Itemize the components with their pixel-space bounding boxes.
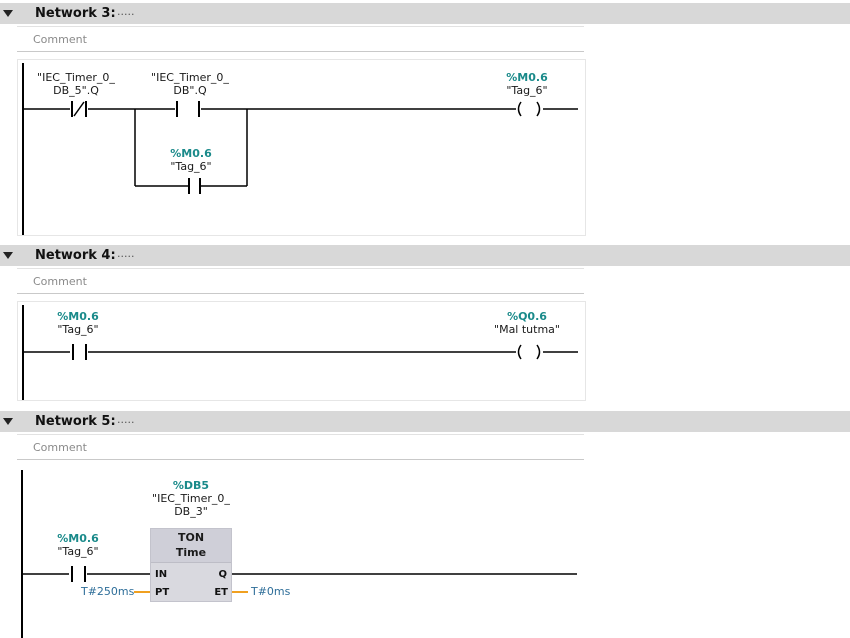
pin-et[interactable]: ET (214, 587, 228, 598)
pin-in[interactable]: IN (155, 569, 168, 580)
network-4-header[interactable]: Network 4: ..... (0, 245, 850, 266)
power-rail (21, 470, 23, 638)
network-title: Network 4: (35, 248, 116, 263)
coil-label[interactable]: %Q0.6 "Mal tutma" (494, 310, 560, 336)
output-coil[interactable] (517, 344, 541, 360)
ladder-wiring (23, 344, 578, 360)
ladder-canvas[interactable]: %M0.6 "Tag_6" %Q0.6 "Mal tutma" (17, 301, 586, 401)
network-3-header[interactable]: Network 3: ..... (0, 3, 850, 24)
pt-value[interactable]: T#250ms (81, 585, 135, 598)
pin-pt[interactable]: PT (155, 587, 170, 598)
contact-1-label[interactable]: "IEC_Timer_0_ DB_5".Q (37, 71, 115, 97)
branch-no-contact[interactable] (188, 178, 201, 194)
nc-contact[interactable] (71, 101, 87, 117)
no-contact[interactable] (72, 344, 87, 360)
network-comment[interactable]: Comment (17, 434, 584, 460)
contact-2-label[interactable]: "IEC_Timer_0_ DB".Q (151, 71, 229, 97)
ladder-canvas[interactable]: %M0.6 "Tag_6" %DB5 "IEC_Timer_0_ DB_3" T… (17, 467, 584, 638)
contact-1-label[interactable]: %M0.6 "Tag_6" (57, 532, 99, 558)
coil-label[interactable]: %M0.6 "Tag_6" (506, 71, 548, 97)
instance-db-label[interactable]: %DB5 "IEC_Timer_0_ DB_3" (152, 479, 230, 518)
power-rail (22, 63, 24, 235)
et-value[interactable]: T#0ms (251, 585, 291, 598)
network-title-edit[interactable]: ..... (117, 5, 135, 18)
block-header: TON Time (151, 529, 231, 563)
network-title: Network 5: (35, 414, 116, 429)
ladder-wiring (23, 101, 578, 194)
network-comment[interactable]: Comment (17, 26, 584, 52)
network-5-header[interactable]: Network 5: ..... (0, 411, 850, 432)
ladder-wiring (22, 566, 577, 593)
comment-placeholder: Comment (33, 33, 87, 46)
network-comment[interactable]: Comment (17, 268, 584, 294)
collapse-triangle-icon[interactable] (3, 252, 13, 259)
ton-timer-block[interactable]: TON Time IN Q PT ET (150, 528, 232, 602)
contact-1-label[interactable]: %M0.6 "Tag_6" (57, 310, 99, 336)
output-coil[interactable] (517, 101, 541, 117)
network-title: Network 3: (35, 6, 116, 21)
no-contact[interactable] (176, 101, 200, 117)
network-title-edit[interactable]: ..... (117, 413, 135, 426)
pin-q[interactable]: Q (218, 569, 227, 580)
collapse-triangle-icon[interactable] (3, 418, 13, 425)
no-contact[interactable] (71, 566, 86, 582)
collapse-triangle-icon[interactable] (3, 10, 13, 17)
branch-contact-label[interactable]: %M0.6 "Tag_6" (170, 147, 212, 173)
network-title-edit[interactable]: ..... (117, 247, 135, 260)
comment-placeholder: Comment (33, 441, 87, 454)
ladder-canvas[interactable]: "IEC_Timer_0_ DB_5".Q "IEC_Timer_0_ DB".… (17, 59, 586, 236)
comment-placeholder: Comment (33, 275, 87, 288)
